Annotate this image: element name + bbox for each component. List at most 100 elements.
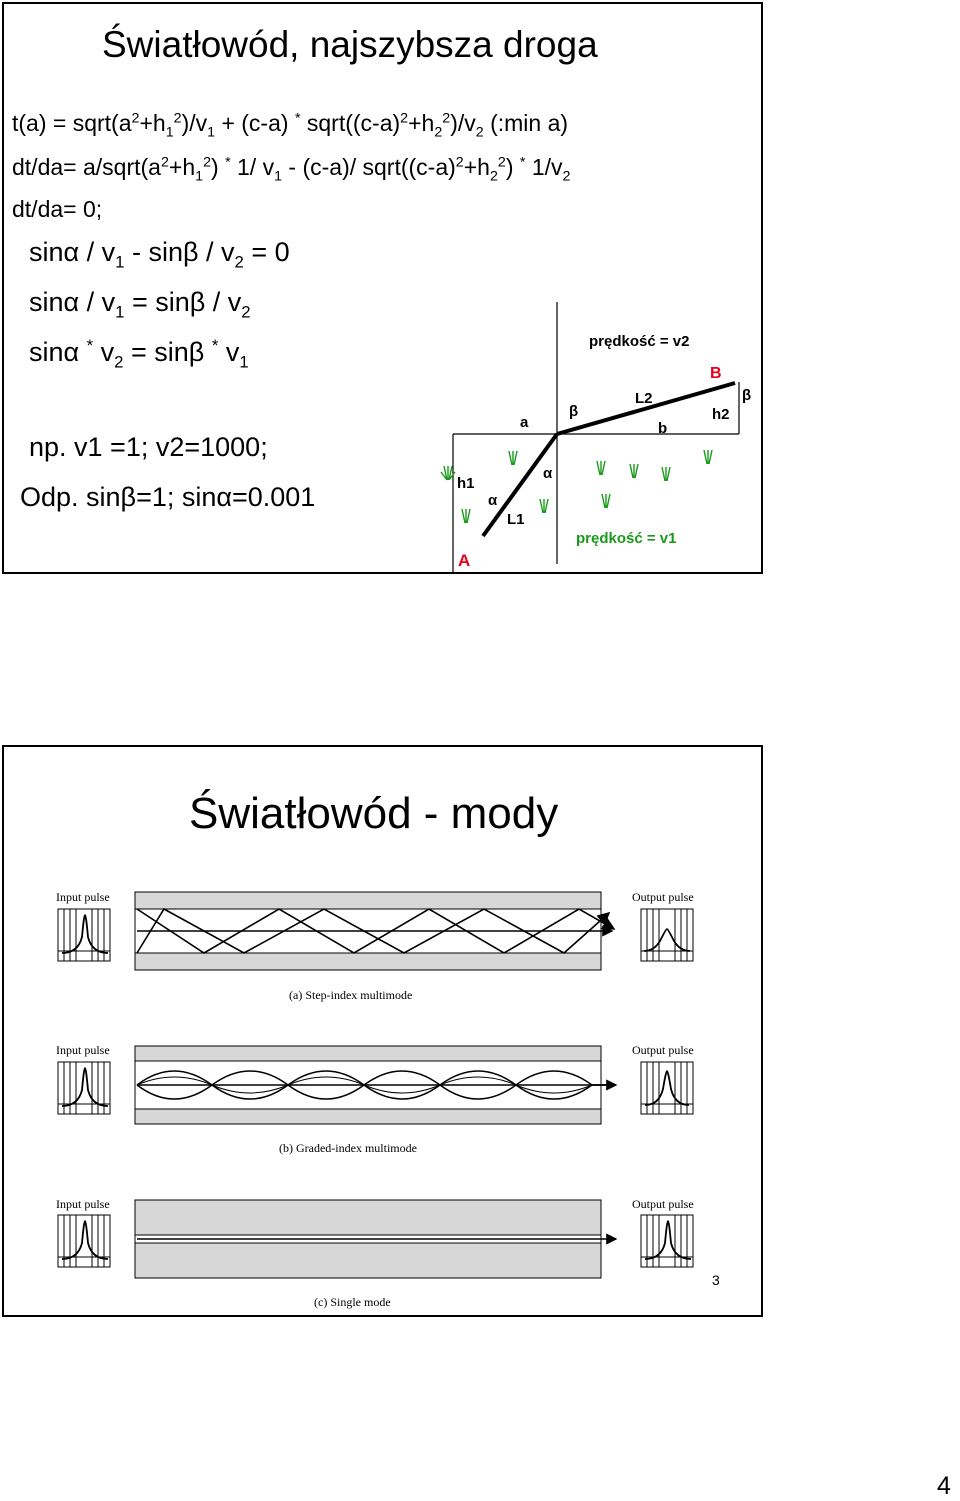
eq-star: * <box>294 110 301 127</box>
page-number: 4 <box>937 1472 951 1500</box>
grass-icon <box>461 508 471 524</box>
eq-part: 1/v <box>525 154 563 180</box>
slide-title: Światłowód, najszybsza droga <box>102 24 598 65</box>
eq-part: = sinβ / v <box>124 287 242 317</box>
answer: Odp. sinβ=1; sinα=0.001 <box>20 482 316 512</box>
eq-sub: 2 <box>434 124 443 141</box>
grass-icon <box>440 465 456 481</box>
slide-title: Światłowód - mody <box>189 789 559 838</box>
slide-fiber-modes: Światłowód - mody Input pulse Output pul… <box>2 745 763 1317</box>
output-pulse-scope-b <box>640 1061 694 1115</box>
eq-part: sqrt((c-a) <box>300 110 401 136</box>
eq-sub: 1 <box>165 124 174 141</box>
eq-part: 1/ v <box>230 154 275 180</box>
eq-part: v <box>218 337 240 367</box>
eq-sub: 1 <box>115 302 125 322</box>
fiber-graded-index <box>134 1045 618 1125</box>
input-pulse-label: Input pulse <box>56 1197 110 1211</box>
output-pulse-label: Output pulse <box>632 1043 694 1057</box>
eq-sub: 1 <box>274 168 283 185</box>
grass-group <box>440 449 713 524</box>
snell-eq-3: sinα * v2 = sinβ * v1 <box>29 336 249 372</box>
input-pulse-label: Input pulse <box>56 1043 110 1057</box>
eq-part: )/v <box>181 110 208 136</box>
point-b-label: B <box>710 365 722 382</box>
snell-eq-2: sinα / v1 = sinβ / v2 <box>29 287 251 322</box>
eq-sub: 2 <box>241 302 251 322</box>
point-a-label: A <box>458 551 470 570</box>
output-pulse-label: Output pulse <box>632 1197 694 1211</box>
eq-part: +h <box>408 110 435 136</box>
eq-part: = sinβ <box>123 337 212 367</box>
eq-part: +h <box>463 154 490 180</box>
eq-sub: 2 <box>489 168 498 185</box>
eq-part: = 0 <box>243 237 290 267</box>
input-pulse-scope-a <box>57 908 111 962</box>
input-pulse-scope-c <box>57 1214 111 1268</box>
eq-sup: 2 <box>131 110 140 127</box>
eq-part: sinα <box>29 337 87 367</box>
example-values: np. v1 =1; v2=1000; <box>29 432 268 462</box>
fiber-step-index <box>134 891 616 971</box>
eq-part: ) <box>505 154 520 180</box>
slide-number: 3 <box>712 1272 720 1288</box>
eq-part: t(a) = sqrt(a <box>12 110 132 136</box>
alpha-upper-label: α <box>543 465 553 482</box>
b-label: b <box>658 420 667 437</box>
eq-sub: 2 <box>475 124 484 141</box>
eq-part: sinα / v <box>29 237 116 267</box>
l1-label: L1 <box>507 511 525 528</box>
alpha-lower-label: α <box>488 492 498 509</box>
output-pulse-scope-c <box>640 1214 694 1268</box>
eq-sup: 2 <box>173 110 182 127</box>
input-pulse-scope-b <box>57 1061 111 1115</box>
eq-part: +h <box>139 110 166 136</box>
eq-sub: 1 <box>239 352 249 372</box>
eq-part: )/v <box>450 110 476 136</box>
eq-part: - (c-a)/ sqrt((c-a) <box>282 154 456 180</box>
grass-icon <box>661 466 671 482</box>
h1-label: h1 <box>457 475 475 492</box>
path-l1 <box>481 432 559 538</box>
eq-part: v <box>93 337 115 367</box>
eq-part: + (c-a) <box>215 110 295 136</box>
a-label: a <box>520 414 529 431</box>
fiber-modes-diagram: Input pulse Output pulse (a) Step-index … <box>56 890 720 1309</box>
beta-mid-label: β <box>569 403 578 420</box>
caption-single-mode: (c) Single mode <box>314 1295 391 1309</box>
eq-sup: 2 <box>160 154 169 171</box>
eq-part: ) <box>211 154 226 180</box>
grass-icon <box>596 460 606 476</box>
input-pulse-label: Input pulse <box>56 890 110 904</box>
slide-fastest-path: Światłowód, najszybsza droga t(a) = sqrt… <box>2 2 763 574</box>
eq-sub: 2 <box>114 352 124 372</box>
equation-zero: dt/da= 0; <box>12 196 103 222</box>
eq-part: - sinβ / v <box>124 237 235 267</box>
l2-label: L2 <box>635 390 653 407</box>
grass-icon <box>601 493 611 509</box>
path-l2 <box>556 381 736 436</box>
output-pulse-scope-a <box>640 908 694 962</box>
eq-star: * <box>519 154 526 171</box>
grass-icon <box>629 463 639 479</box>
eq-star: * <box>86 336 94 355</box>
eq-sup: 2 <box>442 110 451 127</box>
snell-eq-1: sinα / v1 - sinβ / v2 = 0 <box>29 237 290 272</box>
caption-step-index: (a) Step-index multimode <box>289 988 412 1002</box>
eq-sup: 2 <box>455 154 464 171</box>
eq-sub: 1 <box>195 168 204 185</box>
output-pulse-label: Output pulse <box>632 890 694 904</box>
eq-sub: 2 <box>234 252 244 272</box>
eq-part: (:min a) <box>483 110 569 136</box>
eq-part: sinα / v <box>29 287 116 317</box>
beta-right-label: β <box>742 387 751 404</box>
eq-sub: 2 <box>562 168 571 185</box>
eq-sup: 2 <box>497 154 506 171</box>
eq-star: * <box>225 154 231 171</box>
eq-part: +h <box>168 154 196 180</box>
fiber-single-mode <box>134 1199 618 1279</box>
grass-icon <box>539 498 549 514</box>
eq-sup: 2 <box>400 110 409 127</box>
eq-sub: 1 <box>115 252 125 272</box>
eq-star: * <box>211 336 219 355</box>
